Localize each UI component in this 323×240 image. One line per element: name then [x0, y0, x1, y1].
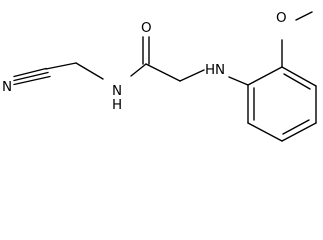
methoxy-o-label: O [276, 10, 287, 26]
amine-n-label: N [215, 62, 225, 78]
amide-h-label: H [112, 97, 122, 113]
structure-diagram: N N H O H N O [2, 10, 317, 142]
bond-nitrile-c-ch2 [45, 62, 77, 70]
carbonyl-o-label: O [141, 20, 152, 36]
amide-n-label: N [112, 83, 122, 99]
bond-ch2-amide-n [75, 62, 104, 80]
bond-amide-n-carbonyl-c [130, 63, 147, 77]
bond-amine-n-ring [228, 76, 249, 86]
benzene-ring [247, 66, 317, 142]
bond-ch2-amine-n [179, 69, 205, 82]
nitrile-triple-bond [13, 67, 51, 86]
bond-methoxy-o-ch3 [295, 11, 313, 21]
carbonyl-double-bond [142, 36, 150, 65]
nitrile-n-label: N [2, 79, 12, 95]
amine-h-label: H [205, 62, 215, 78]
bond-carbonyl-c-ch2 [145, 63, 181, 82]
